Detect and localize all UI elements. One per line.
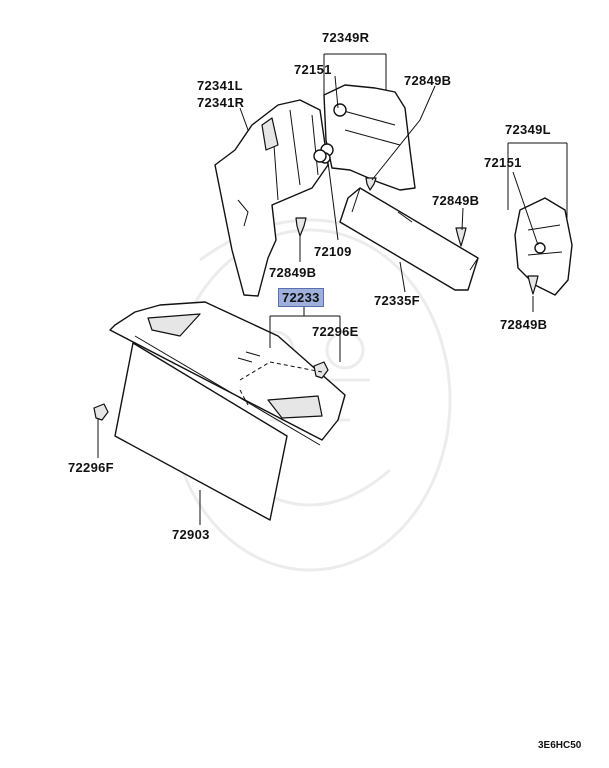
label-72151-upper: 72151 <box>294 62 332 77</box>
label-72335F: 72335F <box>374 293 420 308</box>
label-72341R: 72341R <box>197 95 245 110</box>
label-72849B-right: 72849B <box>500 317 548 332</box>
label-72349R: 72349R <box>322 30 370 45</box>
board-72903 <box>114 342 288 521</box>
label-72849B-upper: 72849B <box>404 73 452 88</box>
leader-lines <box>97 53 568 525</box>
clip-parts <box>295 177 539 295</box>
label-72349L: 72349L <box>505 122 551 137</box>
diagram-reference-code: 3E6HC50 <box>538 740 582 751</box>
label-72151-right: 72151 <box>484 155 522 170</box>
label-72109: 72109 <box>314 244 352 259</box>
trim-72349L <box>514 197 573 296</box>
side-trim-panel <box>214 99 329 297</box>
trim-bar-72335F <box>339 187 479 291</box>
label-72233-highlighted: 72233 <box>278 288 324 307</box>
label-72849B-middle: 72849B <box>432 193 480 208</box>
label-72849B-left: 72849B <box>269 265 317 280</box>
trim-72349R <box>319 84 416 191</box>
fasteners <box>93 149 329 421</box>
label-72341L: 72341L <box>197 78 243 93</box>
label-72296F: 72296F <box>68 460 114 475</box>
package-tray-72233 <box>109 301 346 446</box>
label-72296E: 72296E <box>312 324 359 339</box>
label-72903: 72903 <box>172 527 210 542</box>
